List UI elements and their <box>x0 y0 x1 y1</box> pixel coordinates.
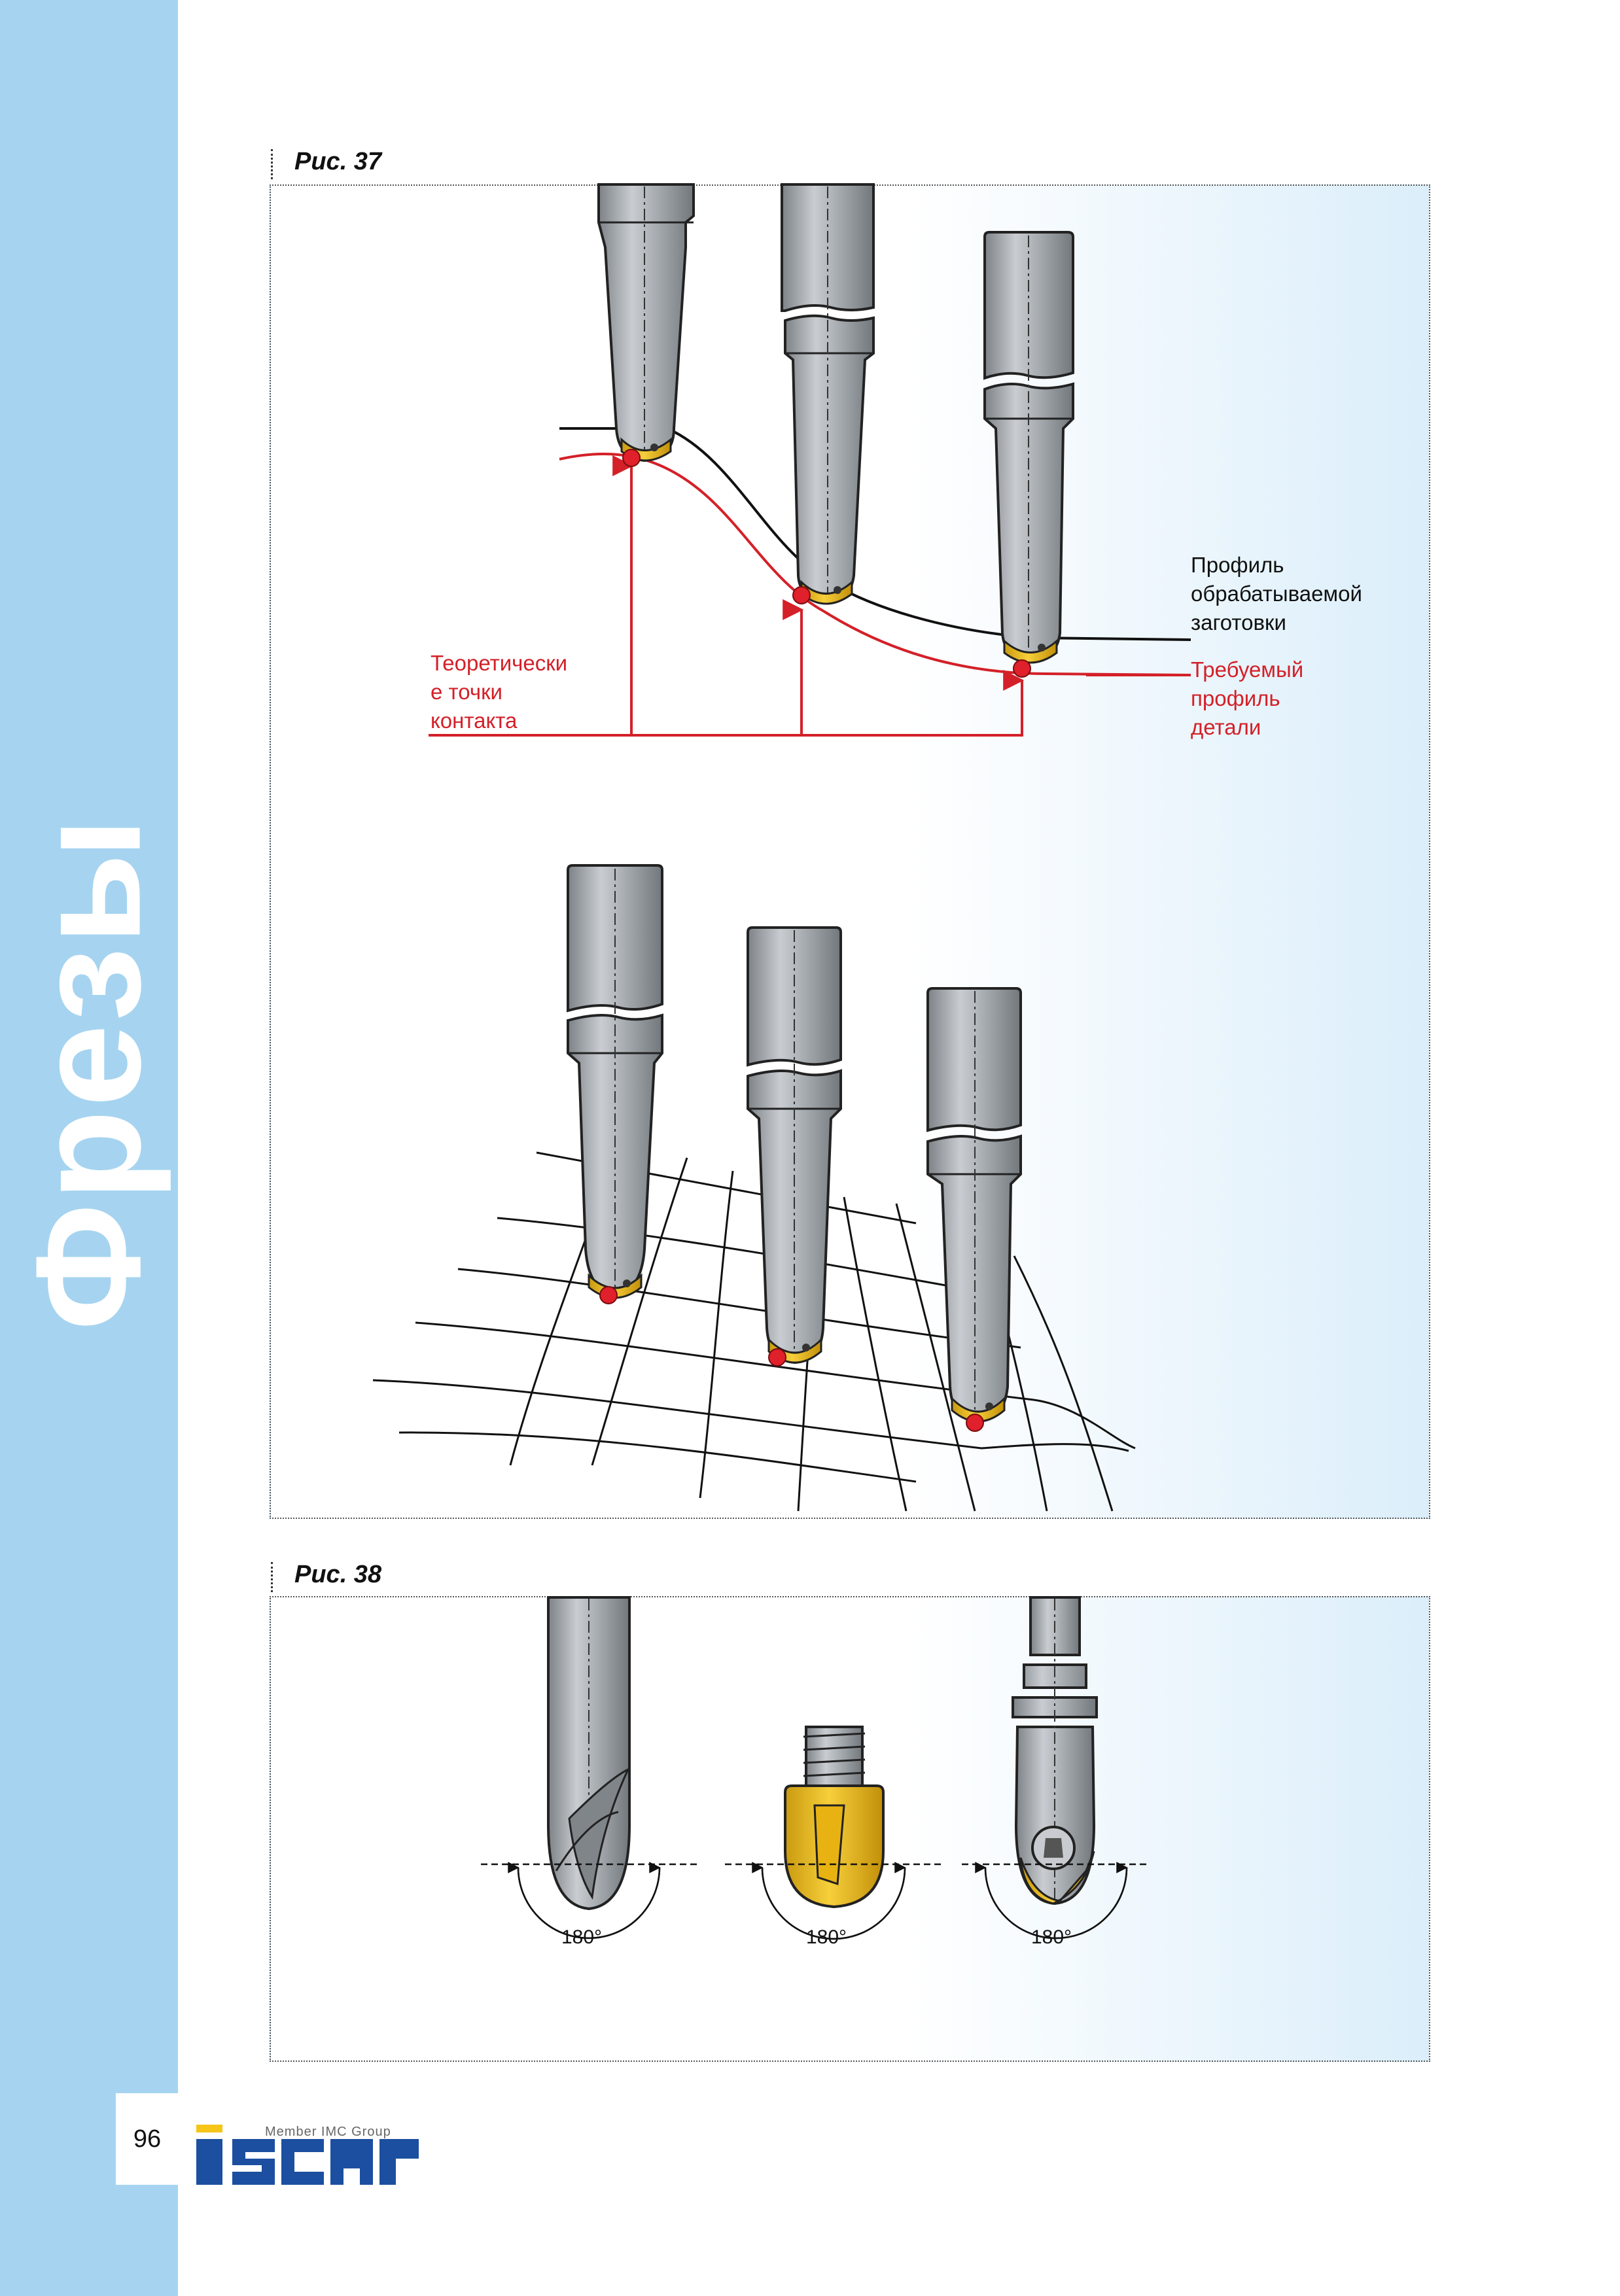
theoretical-contact-lines <box>429 455 1025 737</box>
page-number-box <box>116 2093 179 2185</box>
page-number: 96 <box>133 2125 162 2153</box>
angle-arcs <box>481 1862 1146 1940</box>
contact-point-2 <box>792 586 811 604</box>
angle-label-2: 180° <box>806 1926 847 1948</box>
label-workpiece-profile: Профиль обрабатываемой заготовки <box>1191 553 1362 635</box>
angle-label-1: 180° <box>561 1926 603 1948</box>
contact-point-4 <box>599 1286 618 1304</box>
angle-label-3: 180° <box>1031 1926 1072 1948</box>
iscar-logo-graphic <box>196 2125 419 2185</box>
contact-point-1 <box>622 449 641 467</box>
contact-point-5 <box>768 1348 786 1366</box>
contact-point-6 <box>966 1414 984 1432</box>
required-profile-line <box>559 453 1191 676</box>
ball-end-mill-tool-5 <box>747 926 842 1365</box>
logo-member-text: Member IMC Group <box>265 2125 391 2139</box>
fig38-label: Рис. 38 <box>270 1561 382 1592</box>
exchangeable-ball-head <box>784 1726 885 1909</box>
label-theoretical-contact: Теоретически е точки контакта <box>431 651 568 733</box>
surface-grid <box>372 1151 1136 1512</box>
solid-ball-nose-end-mill <box>547 1596 631 1911</box>
ball-end-mill-tool-6 <box>926 987 1022 1423</box>
indexable-ball-nose-tool <box>1012 1596 1098 1905</box>
sidebar <box>0 0 178 2296</box>
ball-end-mill-tool-2 <box>781 183 875 605</box>
ball-end-mill-tool-1 <box>597 183 695 462</box>
ball-end-mill-tool-3 <box>983 231 1074 664</box>
label-required-profile: Требуемый профиль детали <box>1191 657 1304 739</box>
fig37-label: Рис. 37 <box>270 148 382 179</box>
ball-end-mill-tool-4 <box>567 864 663 1299</box>
contact-point-3 <box>1013 659 1031 678</box>
